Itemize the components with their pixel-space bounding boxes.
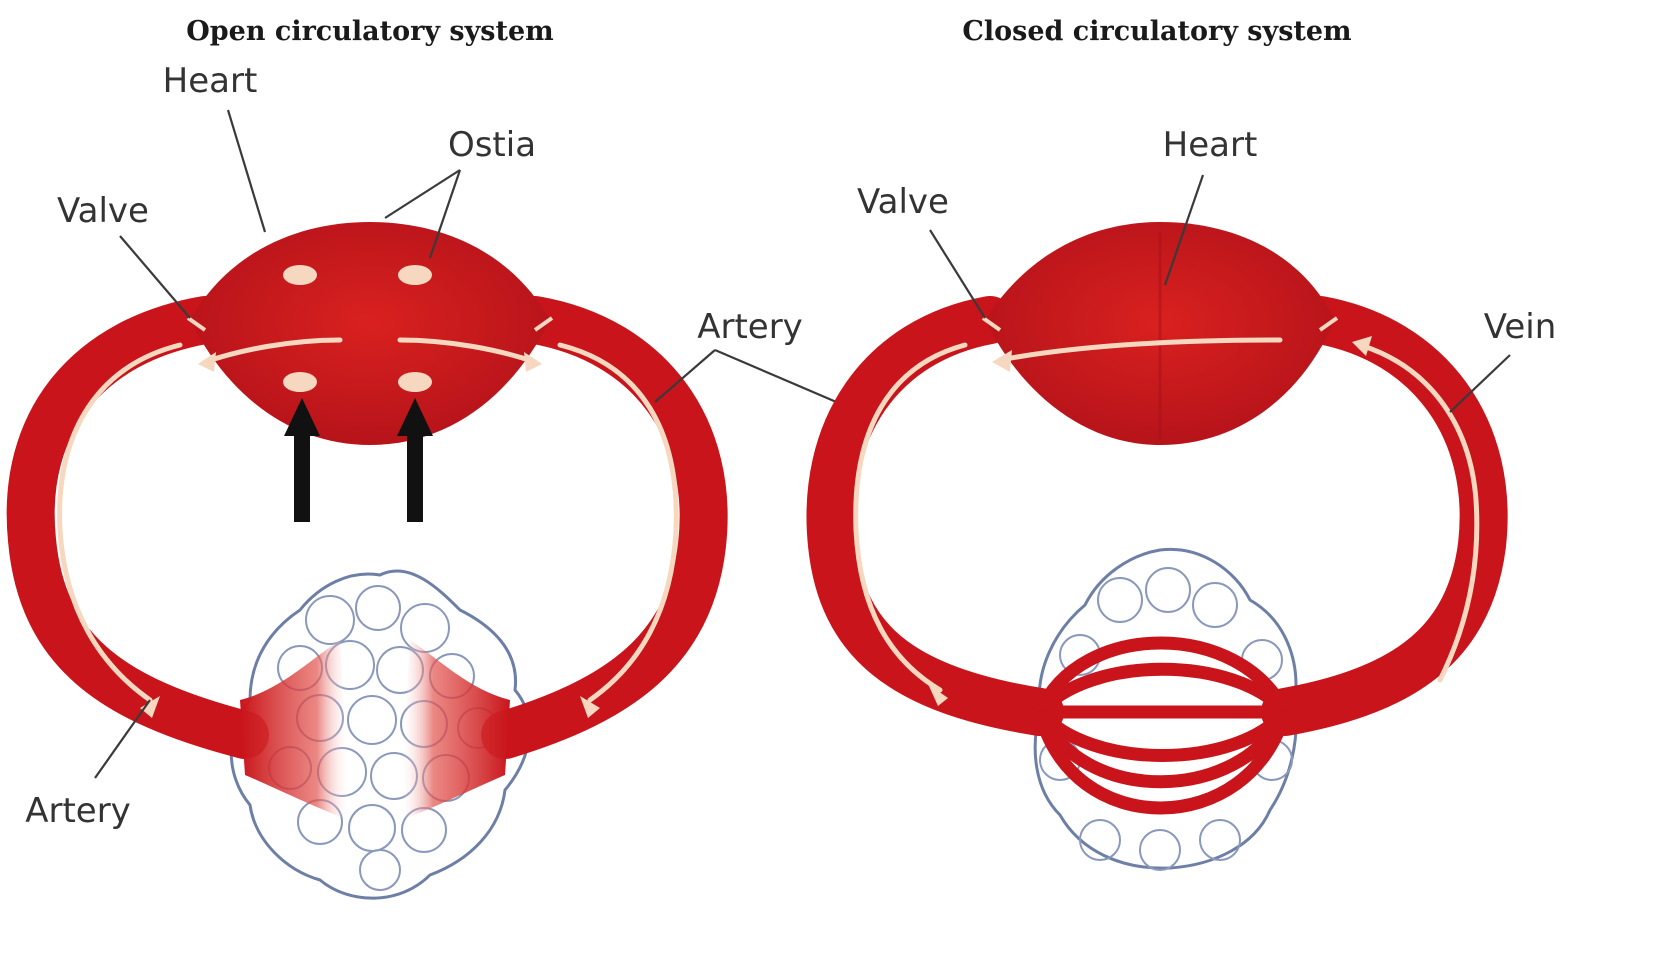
ostium-bottom-right: [398, 372, 432, 392]
label-heart-open: Heart: [163, 61, 258, 101]
label-valve-closed: Valve: [857, 182, 949, 222]
label-artery-bottom: Artery: [25, 791, 131, 831]
label-vein: Vein: [1484, 307, 1557, 347]
ostium-top-right: [398, 265, 432, 285]
label-valve-open: Valve: [57, 191, 149, 231]
ostium-bottom-left: [283, 372, 317, 392]
label-artery-shared: Artery: [697, 307, 803, 347]
closed-system-panel: Closed circulatory system: [830, 16, 1556, 870]
label-heart-closed: Heart: [1163, 125, 1258, 165]
closed-system-title: Closed circulatory system: [962, 16, 1351, 47]
open-system-title: Open circulatory system: [186, 16, 553, 47]
open-system-panel: Open circulatory system: [25, 16, 855, 898]
closed-heart: [983, 222, 1337, 445]
ostium-top-left: [283, 265, 317, 285]
open-heart: [188, 222, 552, 445]
label-ostia: Ostia: [448, 125, 536, 165]
